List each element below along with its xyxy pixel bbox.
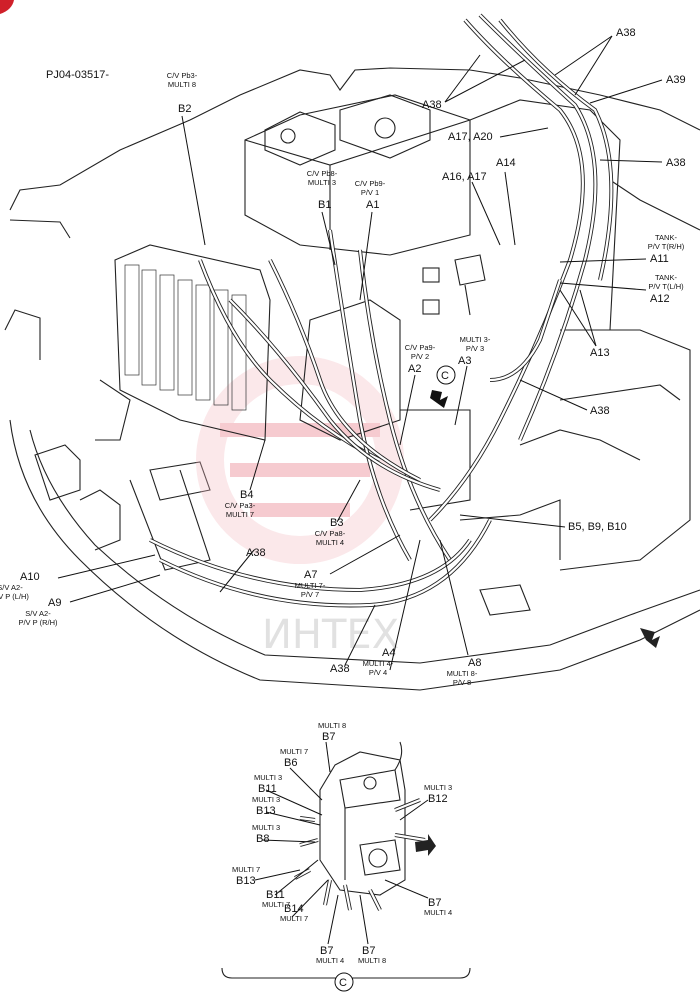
detail-sublabel-db7b: MULTI 4 (316, 956, 344, 965)
detail-label-db13b: B13 (236, 875, 256, 887)
detail-sublabel-db11b: MULTI 7 (262, 900, 290, 909)
label-b5910: B5, B9, B10 (568, 521, 627, 533)
sublabel-a1-1: P/V 1 (361, 188, 379, 197)
label-b4: B4 (240, 489, 253, 501)
sublabel-b1-0: C/V Pb8- (307, 169, 338, 178)
sublabel-a8-1: P/V 8 (453, 678, 471, 687)
label-a11: A11 (650, 253, 669, 265)
sublabel-b1-1: MULTI 3 (308, 178, 336, 187)
sublabel-a12-0: TANK- (655, 273, 677, 282)
detail-c-marker (436, 365, 456, 385)
label-a12: A12 (650, 293, 670, 305)
detail-sublabel-db7a: MULTI 8 (318, 721, 346, 730)
label-a38e: A38 (246, 547, 266, 559)
label-b2: B2 (178, 103, 191, 115)
svg-text:ИНТЕХ: ИНТЕХ (262, 612, 399, 658)
detail-sublabel-db14: MULTI 7 (280, 914, 308, 923)
sublabel-a2-1: P/V 2 (411, 352, 429, 361)
detail-label-db11a: B11 (258, 783, 277, 795)
detail-c-view (221, 741, 471, 992)
label-b3: B3 (330, 517, 343, 529)
label-a13: A13 (590, 347, 610, 359)
label-a7: A7 (304, 569, 317, 581)
sublabel-a3-1: P/V 3 (466, 344, 484, 353)
detail-label-db7c: B7 (362, 945, 375, 957)
detail-sublabel-db6: MULTI 7 (280, 747, 308, 756)
detail-c-caption: C (339, 977, 347, 989)
sublabel-a11-0: TANK- (655, 233, 677, 242)
machine-body (4, 67, 700, 691)
control-valve-block (114, 244, 471, 511)
detail-c-marker-label: C (441, 370, 449, 382)
detail-label-db7d: B7 (428, 897, 441, 909)
detail-label-db14: B14 (284, 903, 304, 915)
sublabel-b4-0: C/V Pa3- (225, 501, 256, 510)
watermark: ИНТЕХ (196, 356, 404, 658)
sublabel-a1-0: C/V Pb9- (355, 179, 386, 188)
detail-sublabel-db7c: MULTI 8 (358, 956, 386, 965)
detail-sublabel-db13a: MULTI 3 (252, 795, 280, 804)
label-a38d: A38 (590, 405, 610, 417)
sublabel-a2-0: C/V Pa9- (405, 343, 436, 352)
detail-sublabel-db13b: MULTI 7 (232, 865, 260, 874)
detail-sublabel-db8: MULTI 3 (252, 823, 280, 832)
corner-mark (0, 0, 14, 14)
sublabel-a12-1: P/V T(L/H) (648, 282, 684, 291)
detail-label-db11b: B11 (266, 889, 285, 901)
label-a39: A39 (666, 74, 686, 86)
detail-arrow-icon (430, 390, 448, 408)
sublabel-a8-0: MULTI 8- (447, 669, 478, 678)
label-a2: A2 (408, 363, 421, 375)
label-a3: A3 (458, 355, 471, 367)
sublabel-b2-0: C/V Pb3- (167, 71, 198, 80)
label-a38b: A38 (422, 99, 442, 111)
sublabel-a9-0: S/V A2- (25, 609, 51, 618)
sublabel-a11-1: P/V T(R/H) (648, 242, 685, 251)
drawing-code: PJ04-03517- (46, 69, 109, 81)
label-a38f: A38 (330, 663, 350, 675)
detail-label-db13a: B13 (256, 805, 276, 817)
leader-lines (57, 35, 663, 671)
label-a8: A8 (468, 657, 481, 669)
sublabel-a9-1: P/V P (R/H) (18, 618, 58, 627)
detail-label-db7a: B7 (322, 731, 335, 743)
sublabel-b3-1: MULTI 4 (316, 538, 344, 547)
label-a38c: A38 (666, 157, 686, 169)
sublabel-a7-1: P/V 7 (301, 590, 319, 599)
detail-label-db8: B8 (256, 833, 269, 845)
label-a4: A4 (382, 647, 395, 659)
detail-label-db12: B12 (428, 793, 448, 805)
label-a1617: A16, A17 (442, 171, 487, 183)
direction-arrow-icon (640, 628, 660, 648)
sublabel-b4-1: MULTI 7 (226, 510, 254, 519)
label-a9: A9 (48, 597, 61, 609)
detail-sublabel-db11a: MULTI 3 (254, 773, 282, 782)
sublabel-a4-0: MULTI 4- (363, 659, 394, 668)
hose-bundle (149, 13, 614, 608)
label-b1: B1 (318, 199, 331, 211)
detail-label-db7b: B7 (320, 945, 333, 957)
label-a1720: A17, A20 (448, 131, 493, 143)
label-a14: A14 (496, 157, 516, 169)
sublabel-b2-1: MULTI 8 (168, 80, 196, 89)
label-a38a: A38 (616, 27, 636, 39)
sublabel-a7-0: MULTI 7- (295, 581, 326, 590)
detail-label-db6: B6 (284, 757, 297, 769)
sublabel-a4-1: P/V 4 (369, 668, 387, 677)
label-a1: A1 (366, 199, 379, 211)
sublabel-a3-0: MULTI 3- (460, 335, 491, 344)
sublabel-a10-1: P/V P (L/H) (0, 592, 29, 601)
label-a10: A10 (20, 571, 40, 583)
sublabel-b3-0: C/V Pa8- (315, 529, 346, 538)
detail-sublabel-db7d: MULTI 4 (424, 908, 452, 917)
sublabel-a10-0: S/V A2- (0, 583, 23, 592)
detail-sublabel-db12: MULTI 3 (424, 783, 452, 792)
